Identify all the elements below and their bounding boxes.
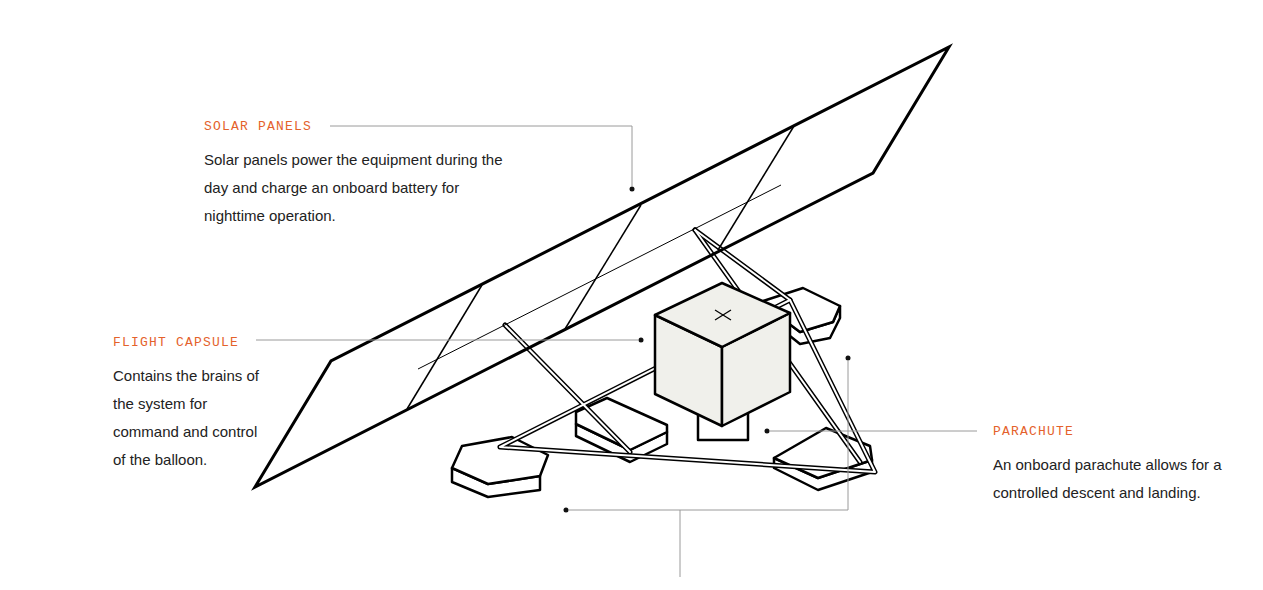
callout-description: An onboard parachute allows for a contro… bbox=[993, 451, 1245, 507]
callout-heading: FLIGHT CAPSULE bbox=[113, 335, 239, 351]
callout-heading: PARACHUTE bbox=[993, 424, 1074, 440]
capsule-cube bbox=[655, 283, 790, 440]
leader-dot bbox=[564, 187, 851, 513]
solar-panel bbox=[255, 47, 949, 487]
callout-description: Contains the brains of the system for co… bbox=[113, 362, 271, 474]
callout-description: Solar panels power the equipment during … bbox=[204, 146, 514, 230]
callout-heading: SOLAR PANELS bbox=[204, 119, 312, 135]
